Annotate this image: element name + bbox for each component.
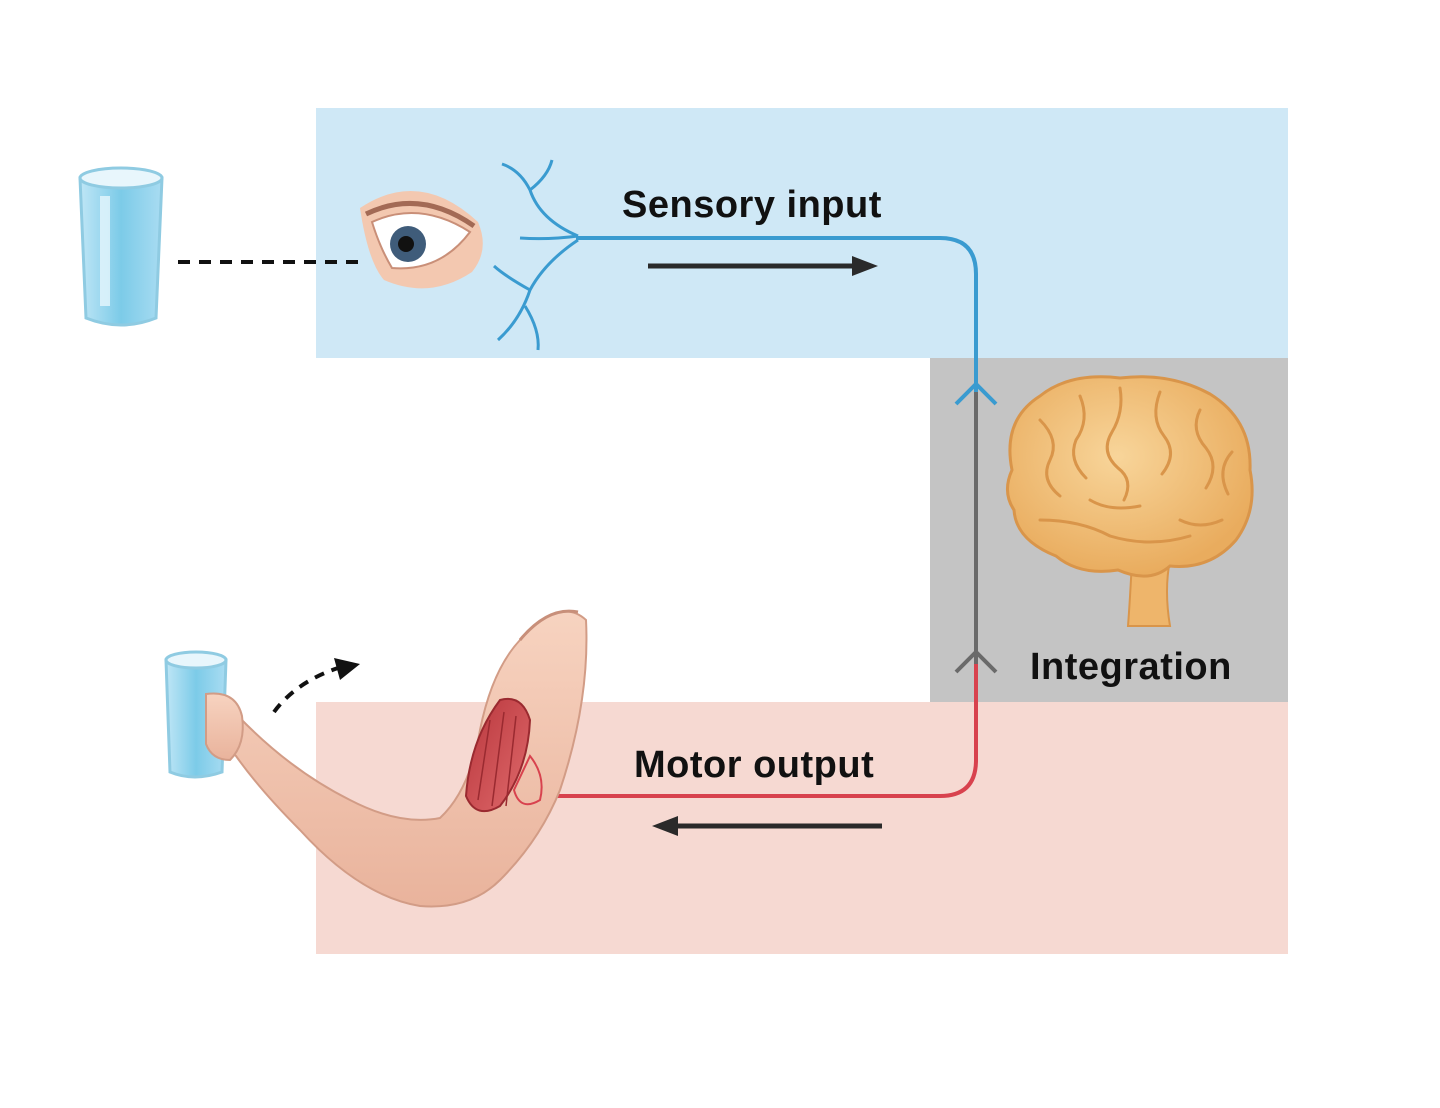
chevron-up-icon xyxy=(954,381,998,406)
sensory-nerve-endings xyxy=(492,159,579,351)
eye-icon xyxy=(360,190,483,289)
motor-nerve xyxy=(540,664,978,798)
sensory-nerve xyxy=(576,236,978,392)
integration-label: Integration xyxy=(1030,646,1232,688)
glass-in-hand-icon xyxy=(164,650,244,779)
movement-arrow-icon xyxy=(272,658,360,714)
brain-icon xyxy=(1006,375,1254,627)
motor-output-label: Motor output xyxy=(634,744,875,786)
glass-icon xyxy=(78,166,164,327)
arrow-right-icon xyxy=(648,256,878,276)
sensory-input-label: Sensory input xyxy=(622,184,882,226)
chevron-up-icon xyxy=(954,649,998,674)
arrow-left-icon xyxy=(652,816,882,836)
muscle-icon xyxy=(464,698,543,813)
arm-icon xyxy=(216,609,588,908)
